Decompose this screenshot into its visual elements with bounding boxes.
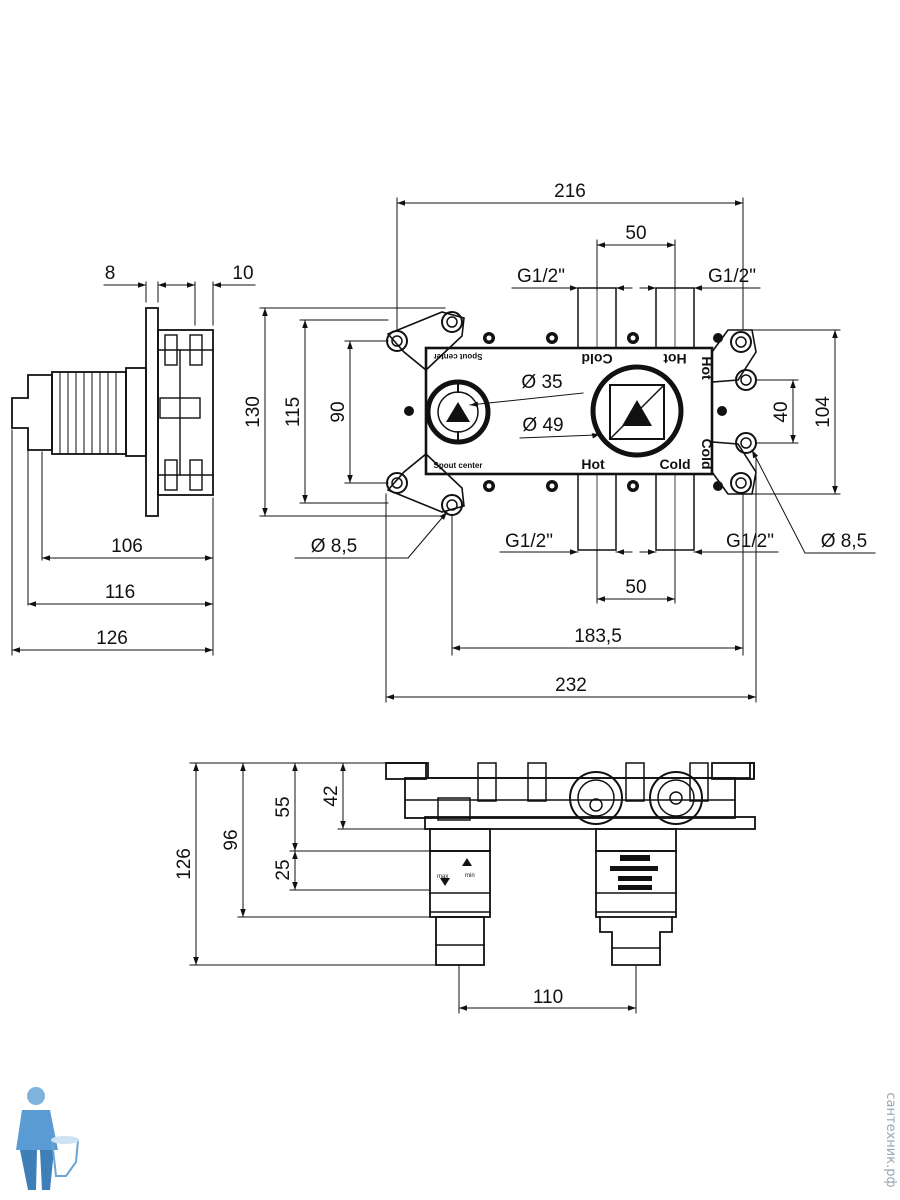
hole-left-label: Ø 8,5 (311, 536, 357, 557)
side-view-dimensions (11, 281, 256, 656)
bottom-view (385, 762, 756, 966)
cold-bottom-label: Cold (659, 456, 690, 472)
side-view (11, 307, 214, 517)
thread-bottom-left-label: G1/2" (505, 531, 553, 552)
front-view-dimensions (259, 197, 876, 703)
dim-42-label: 42 (321, 785, 342, 806)
dim-116-label: 116 (105, 582, 135, 603)
dim-110-label: 110 (533, 987, 563, 1008)
hot-bottom-label: Hot (581, 456, 605, 472)
dim-183-5-label: 183,5 (574, 626, 622, 647)
dim-96-label: 96 (221, 829, 242, 850)
front-view (386, 287, 757, 551)
dim-130-label: 130 (243, 396, 264, 428)
thread-top-right-label: G1/2" (708, 266, 756, 287)
watermark-text: сантехник.рф (883, 1092, 898, 1187)
spout-center-top-label: Spout center (434, 352, 483, 361)
dim-40-label: 40 (771, 401, 792, 422)
dia-49-label: Ø 49 (522, 415, 563, 436)
dim-50-bottom-label: 50 (625, 577, 646, 598)
cold-top-label: Cold (581, 351, 612, 367)
dim-126-bottom-label: 126 (174, 848, 195, 880)
dim-50-top-label: 50 (625, 223, 646, 244)
thread-bottom-right-label: G1/2" (726, 531, 774, 552)
dim-115-label: 115 (283, 397, 304, 427)
plumber-logo (16, 1087, 80, 1190)
hole-right-label: Ø 8,5 (821, 531, 867, 552)
spout-center-bottom-label: Spout center (434, 461, 483, 470)
dim-104-label: 104 (813, 396, 834, 428)
dim-55-label: 55 (273, 796, 294, 817)
dim-232-label: 232 (555, 675, 587, 696)
cartridge-min-label: min (465, 873, 475, 879)
hot-right-label: Hot (699, 356, 715, 380)
thread-top-left-label: G1/2" (517, 266, 565, 287)
cartridge-max-label: max (437, 874, 448, 880)
dim-126-side-label: 126 (96, 628, 128, 649)
cold-right-label: Cold (699, 438, 715, 469)
dim-plate-label: 10 (232, 263, 253, 284)
dim-90-label: 90 (328, 401, 349, 422)
dim-216-label: 216 (554, 181, 586, 202)
dim-106-label: 106 (111, 536, 143, 557)
dia-35-label: Ø 35 (521, 372, 562, 393)
dim-25-label: 25 (273, 859, 294, 880)
dim-flange-label: 8 (105, 263, 116, 284)
hot-top-label: Hot (663, 351, 687, 367)
bottom-view-dimensions (189, 762, 637, 1014)
